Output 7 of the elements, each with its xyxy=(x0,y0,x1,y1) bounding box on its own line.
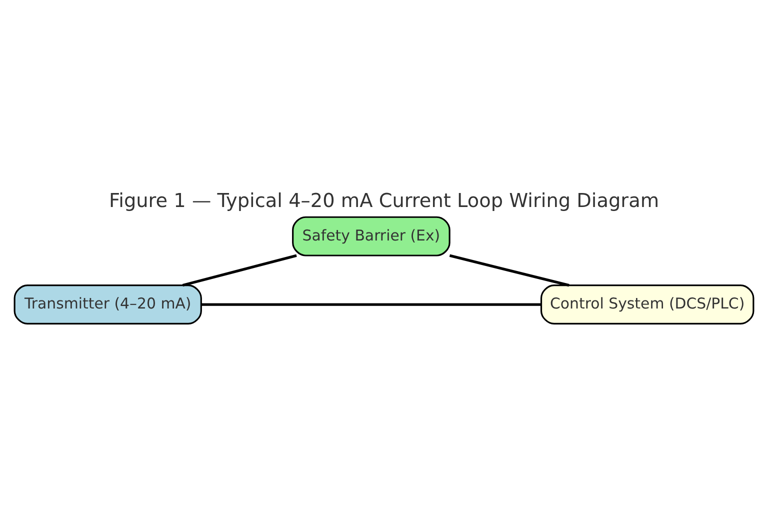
node-box: Safety Barrier (Ex) xyxy=(292,216,450,256)
node-box: Transmitter (4–20 mA) xyxy=(14,284,202,325)
node-box: Control System (DCS/PLC) xyxy=(540,284,754,325)
connector xyxy=(449,254,570,287)
connector xyxy=(201,303,541,306)
diagram-title: Figure 1 — Typical 4–20 mA Current Loop Wiring Diagram xyxy=(108,188,660,212)
connector xyxy=(182,254,297,287)
